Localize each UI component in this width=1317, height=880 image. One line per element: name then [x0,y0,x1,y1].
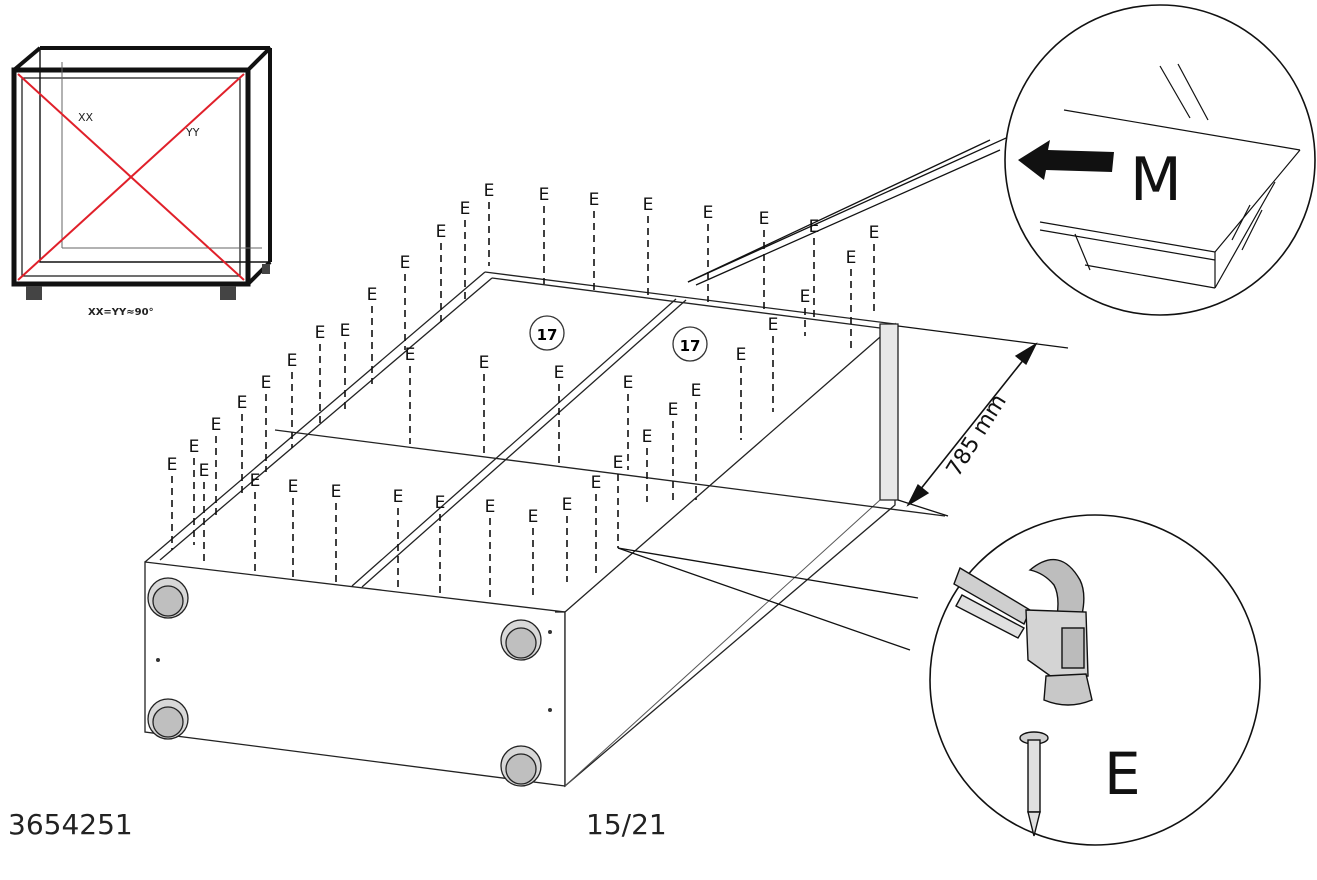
nail-marker-label: E [460,199,471,219]
nail-marker-label: E [340,321,351,341]
nail-marker-label: E [736,345,747,365]
nail-marker-label: E [759,209,770,229]
nail-marker-label: E [261,373,272,393]
nail-marker-label: E [237,393,248,413]
nail-marker-label: E [589,190,600,210]
nail-marker-label: E [643,195,654,215]
squareness-inset [11,46,272,300]
nail-marker-label: E [288,477,299,497]
inset-inner-frame [21,77,241,277]
nail-row-guide [274,429,946,517]
hinge [500,745,542,787]
nail-marker-label: E [800,287,811,307]
inset-foot [220,286,236,300]
page-number: 15/21 [586,808,667,841]
side-panel [564,322,896,788]
nail-marker-label: E [367,285,378,305]
nail-marker-label: E [528,507,539,527]
panel-badge-1: 17 [529,315,565,351]
detail-callout-top: M [687,4,1316,316]
nail-marker-label: E [691,381,702,401]
detail-callout-bottom: E [617,514,1261,846]
nail-marker-label: E [436,222,447,242]
dimension [897,325,1069,517]
nail-icon [1019,731,1049,837]
nail-marker-label: E [642,427,653,447]
hinge [147,698,189,740]
nail-marker-label: E [189,437,200,457]
cabinet-box [144,271,899,788]
nail-marker-label: E [623,373,634,393]
front-panel [144,561,566,787]
nail-marker-label: E [591,473,602,493]
svg-text:17: 17 [680,337,701,355]
nail-marker-label: E [250,471,261,491]
nail-marker-label: E [167,455,178,475]
inset-caption: XX=YY≈90° [88,307,154,318]
inset-foot [26,286,42,300]
nail-marker-label: E [562,495,573,515]
hinge [500,619,542,661]
nail-marker-label: E [400,253,411,273]
callout-letter-e: E [1104,740,1141,808]
diagonal-yy [17,73,245,281]
nail-marker-label: E [846,248,857,268]
nail-marker-label: E [211,415,222,435]
nail-marker-label: E [809,217,820,237]
nail-marker-label: E [554,363,565,383]
nail-marker-label: E [393,487,404,507]
nail-marker-label: E [199,461,210,481]
article-number: 3654251 [8,808,133,841]
nail-marker-label: E [613,453,624,473]
hammer-icon [953,558,1093,706]
nail-marker-label: E [331,482,342,502]
diag-label-xx: XX [78,111,94,124]
nail-marker-label: E [703,203,714,223]
panel-badge-2: 17 [672,326,708,362]
hinges [147,577,552,787]
nail-marker-label: E [484,181,495,201]
nail-marker-label: E [539,185,550,205]
nail-marker-label: E [405,345,416,365]
nail-marker-label: E [287,351,298,371]
nail-marker-label: E [435,493,446,513]
nail-marker-label: E [768,315,779,335]
nail-marker-label: E [485,497,496,517]
nail-marker-label: E [869,223,880,243]
nail-marker-label: E [315,323,326,343]
callout-letter-m: M [1130,145,1182,215]
diag-label-yy: YY [185,126,200,139]
arrow-left-icon [1018,140,1114,180]
dimension-label: 785 mm [942,390,1012,481]
nail-marker-label: E [668,400,679,420]
hinge [147,577,189,619]
svg-text:17: 17 [537,326,558,344]
nail-marker-label: E [479,353,490,373]
inset-front-frame [11,67,251,287]
